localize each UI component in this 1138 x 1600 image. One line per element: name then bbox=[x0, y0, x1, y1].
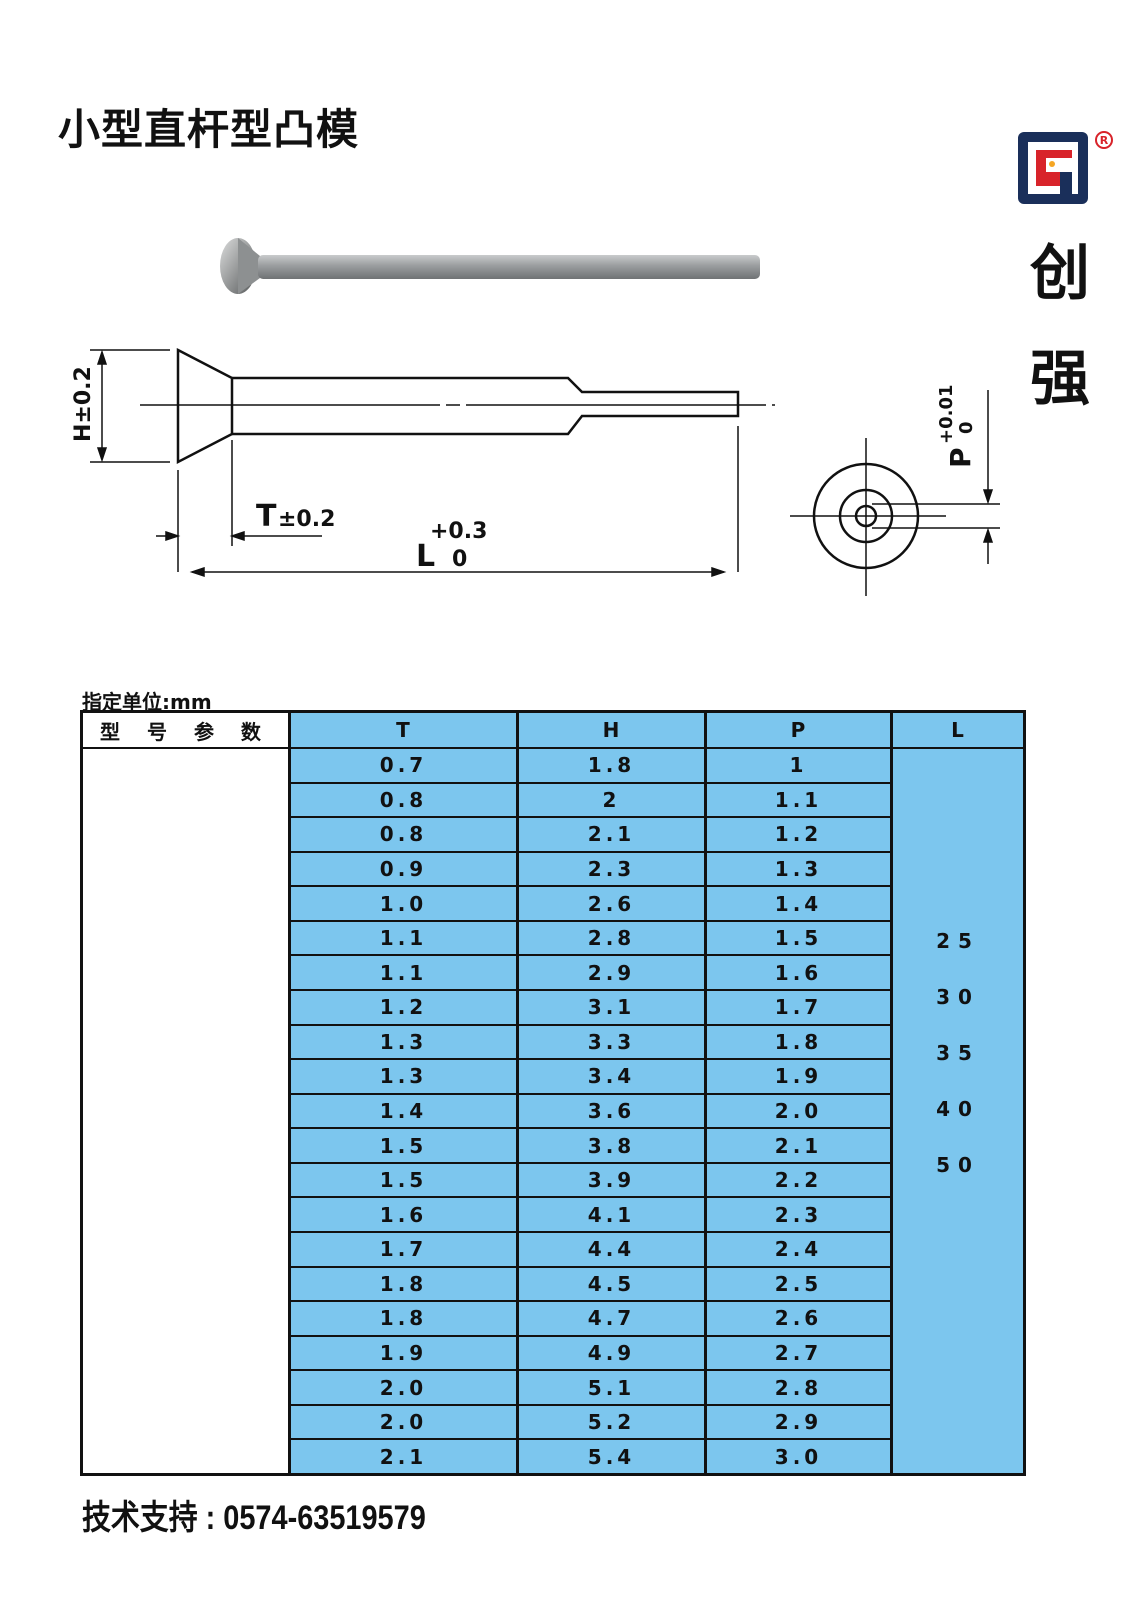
model-params-column bbox=[83, 749, 288, 1473]
t-dim-tol: ±0.2 bbox=[278, 507, 335, 532]
tech-support: 技术支持 : 0574-63519579 bbox=[82, 1499, 426, 1537]
cell-t: 1.2 bbox=[288, 991, 516, 1024]
cell-p: 1.7 bbox=[704, 991, 890, 1024]
cell-p: 1.3 bbox=[704, 852, 890, 886]
l-dim-tol-upper: +0.3 bbox=[430, 519, 487, 544]
cell-p: 1 bbox=[704, 749, 890, 782]
l-values-column: 25 30 35 40 50 bbox=[890, 749, 1023, 1473]
cell-h: 2.9 bbox=[516, 956, 704, 989]
cell-h: 4.7 bbox=[516, 1302, 704, 1335]
cell-h: 3.6 bbox=[516, 1094, 704, 1128]
cell-t: 2.0 bbox=[288, 1405, 516, 1439]
l-value: 40 bbox=[936, 1097, 980, 1121]
cell-p: 2.4 bbox=[704, 1233, 890, 1266]
p-dim-tol-lower: 0 bbox=[956, 421, 977, 434]
t-dim-letter: T bbox=[256, 499, 277, 534]
cell-p: 1.1 bbox=[704, 783, 890, 817]
cell-t: 0.8 bbox=[288, 783, 516, 817]
header-h: H bbox=[516, 713, 704, 747]
cell-h: 4.9 bbox=[516, 1336, 704, 1370]
header-t: T bbox=[288, 713, 516, 747]
cell-p: 2.0 bbox=[704, 1094, 890, 1128]
cell-t: 2.1 bbox=[288, 1440, 516, 1473]
brand-logo: R bbox=[1018, 131, 1113, 204]
cell-p: 2.3 bbox=[704, 1198, 890, 1231]
l-value: 30 bbox=[936, 985, 980, 1009]
cell-p: 1.5 bbox=[704, 921, 890, 955]
p-dim-tol-upper: +0.01 bbox=[936, 385, 957, 445]
cell-p: 1.6 bbox=[704, 956, 890, 989]
cell-h: 2.3 bbox=[516, 852, 704, 886]
cell-t: 1.9 bbox=[288, 1336, 516, 1370]
cell-h: 3.9 bbox=[516, 1163, 704, 1197]
cell-h: 4.5 bbox=[516, 1267, 704, 1301]
cell-p: 2.1 bbox=[704, 1129, 890, 1162]
cell-p: 2.7 bbox=[704, 1336, 890, 1370]
page-title: 小型直杆型凸模 bbox=[58, 105, 360, 154]
cell-t: 1.1 bbox=[288, 921, 516, 955]
cell-t: 0.7 bbox=[288, 749, 516, 782]
l-dim-letter: L bbox=[416, 539, 435, 574]
cell-h: 5.4 bbox=[516, 1440, 704, 1473]
cell-t: 1.8 bbox=[288, 1267, 516, 1301]
cell-h: 2.6 bbox=[516, 887, 704, 920]
l-value: 25 bbox=[936, 929, 980, 953]
cell-h: 1.8 bbox=[516, 749, 704, 782]
cell-t: 1.8 bbox=[288, 1302, 516, 1335]
cell-p: 2.2 bbox=[704, 1163, 890, 1197]
cell-t: 1.7 bbox=[288, 1233, 516, 1266]
cell-t: 1.3 bbox=[288, 1060, 516, 1093]
header-p: P bbox=[704, 713, 890, 747]
cell-p: 2.8 bbox=[704, 1371, 890, 1404]
l-dim-tol-lower: 0 bbox=[452, 547, 467, 572]
cell-t: 1.5 bbox=[288, 1163, 516, 1197]
cell-t: 1.5 bbox=[288, 1129, 516, 1162]
brand-char-2: 强 bbox=[1030, 344, 1090, 414]
l-value: 50 bbox=[936, 1153, 980, 1177]
cell-h: 4.1 bbox=[516, 1198, 704, 1231]
cell-h: 3.1 bbox=[516, 991, 704, 1024]
cell-p: 1.4 bbox=[704, 887, 890, 920]
cell-p: 1.8 bbox=[704, 1025, 890, 1059]
p-dim-letter: P bbox=[944, 447, 977, 468]
cell-h: 3.3 bbox=[516, 1025, 704, 1059]
cell-t: 2.0 bbox=[288, 1371, 516, 1404]
cell-t: 1.6 bbox=[288, 1198, 516, 1231]
cell-h: 5.1 bbox=[516, 1371, 704, 1404]
cell-h: 4.4 bbox=[516, 1233, 704, 1266]
cell-p: 2.5 bbox=[704, 1267, 890, 1301]
cell-h: 5.2 bbox=[516, 1405, 704, 1439]
punch-photo bbox=[220, 238, 760, 294]
cell-t: 1.3 bbox=[288, 1025, 516, 1059]
h-dim-label: H±0.2 bbox=[71, 366, 96, 442]
svg-text:R: R bbox=[1100, 134, 1109, 147]
cell-t: 0.9 bbox=[288, 852, 516, 886]
l-value: 35 bbox=[936, 1041, 980, 1065]
brand-char-1: 创 bbox=[1030, 239, 1090, 309]
cell-t: 1.0 bbox=[288, 887, 516, 920]
technical-drawing: H±0.2 T ±0.2 L +0.3 0 P +0.01 0 bbox=[71, 347, 1000, 596]
cell-h: 2.1 bbox=[516, 818, 704, 851]
header-model-params: 型 号 参 数 bbox=[83, 713, 288, 747]
cell-h: 2 bbox=[516, 783, 704, 817]
cell-p: 1.2 bbox=[704, 818, 890, 851]
cell-p: 1.9 bbox=[704, 1060, 890, 1093]
cell-h: 3.4 bbox=[516, 1060, 704, 1093]
cell-t: 1.1 bbox=[288, 956, 516, 989]
header-l: L bbox=[890, 713, 1023, 747]
cell-p: 3.0 bbox=[704, 1440, 890, 1473]
cell-t: 1.4 bbox=[288, 1094, 516, 1128]
cell-h: 3.8 bbox=[516, 1129, 704, 1162]
cell-p: 2.6 bbox=[704, 1302, 890, 1335]
cell-t: 0.8 bbox=[288, 818, 516, 851]
cell-h: 2.8 bbox=[516, 921, 704, 955]
cell-p: 2.9 bbox=[704, 1405, 890, 1439]
